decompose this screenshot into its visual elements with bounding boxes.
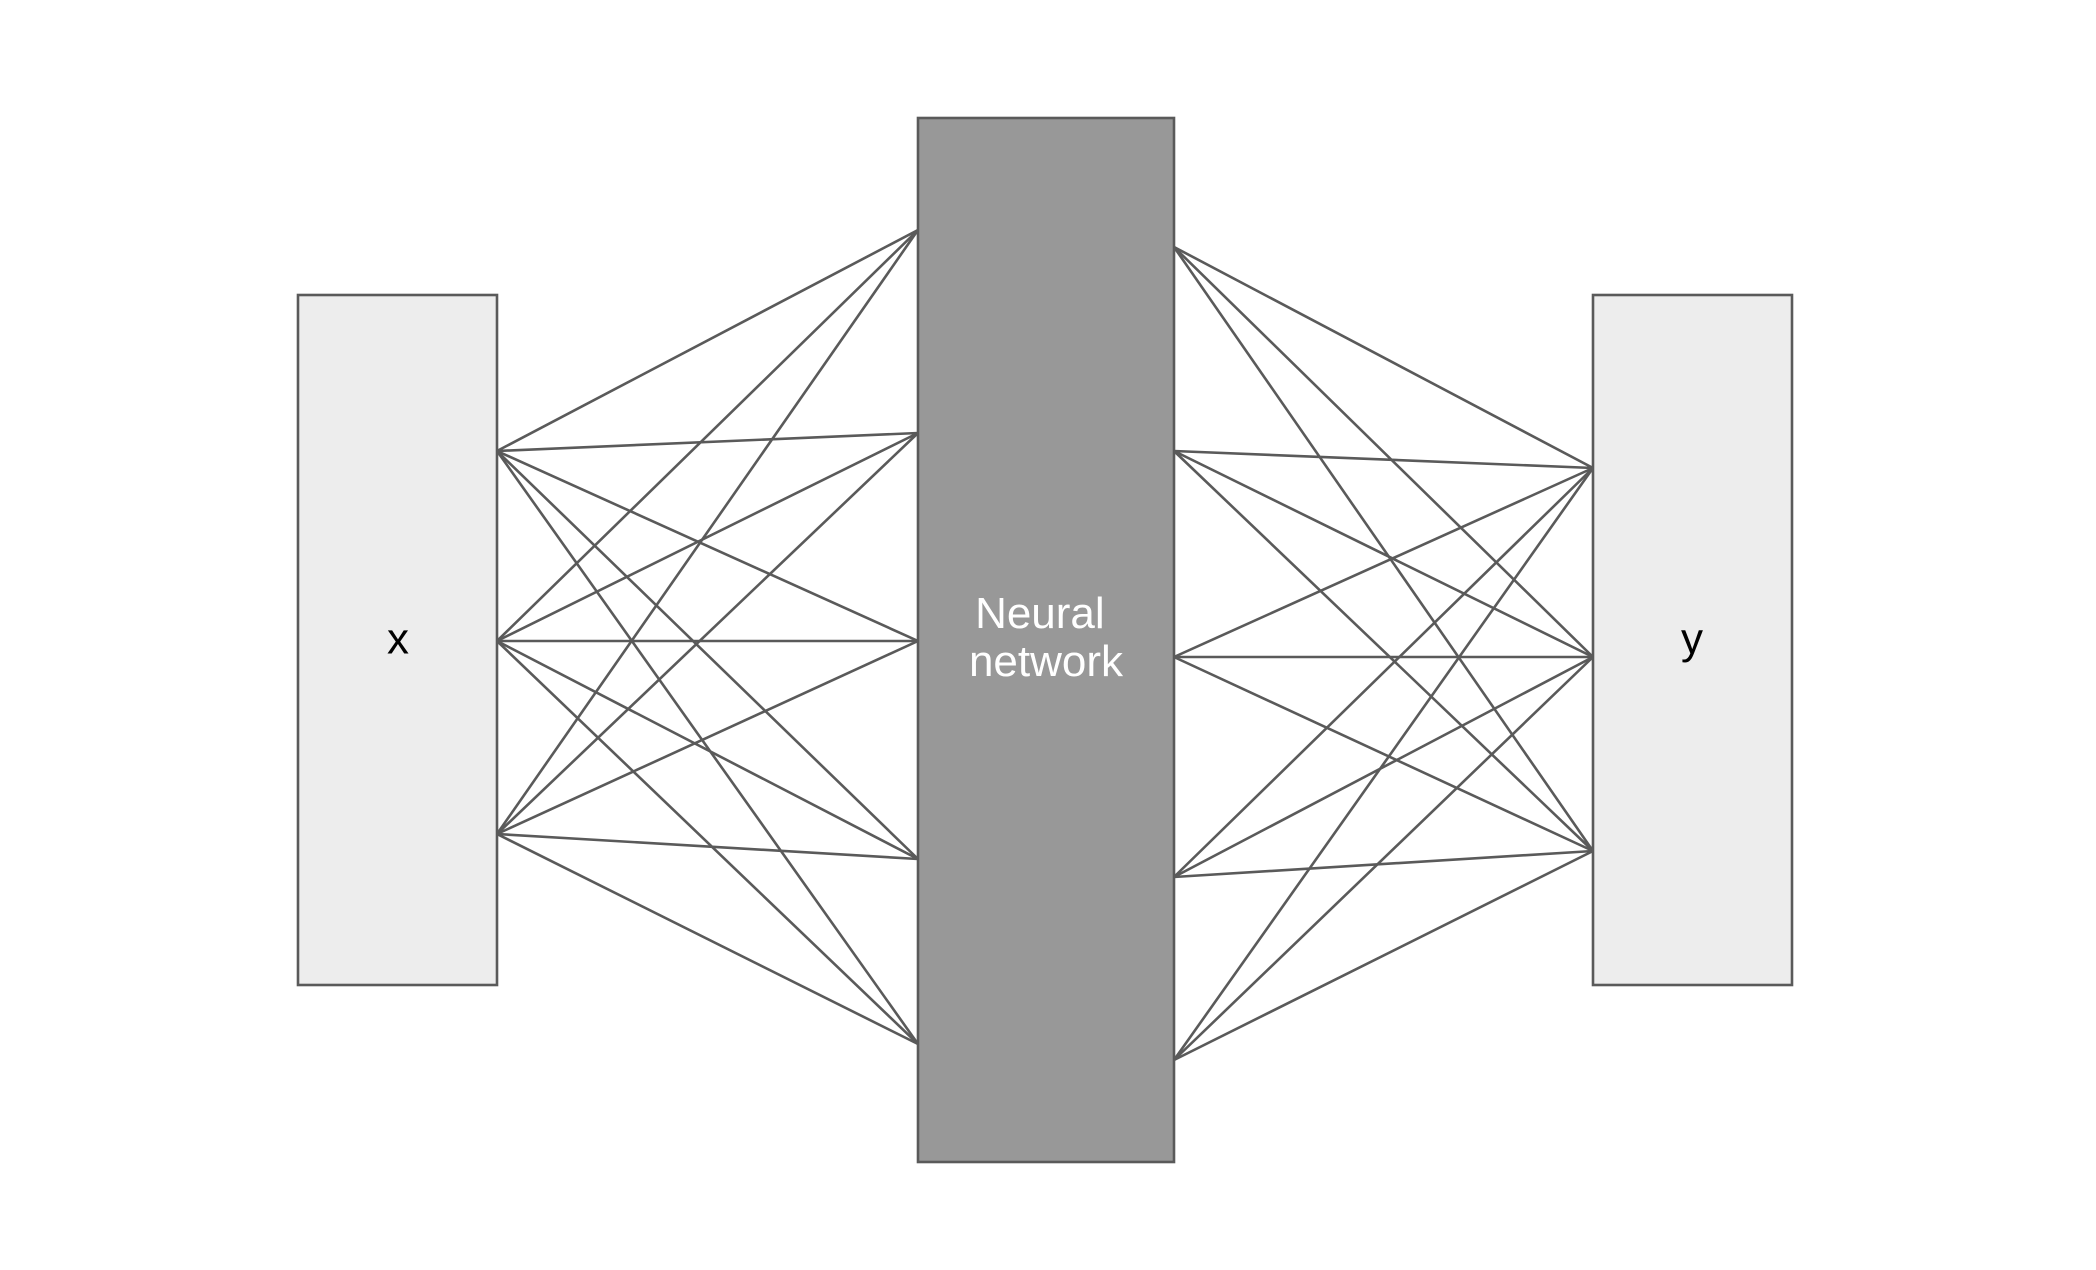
- input-network-connection-1-3: [496, 449, 919, 643]
- input-network-connection-1-5: [495, 450, 920, 1045]
- network-output-connection-2-2: [1173, 449, 1594, 659]
- network-output-connection-2-3: [1173, 450, 1594, 852]
- input-network-connection-3-4: [496, 832, 919, 861]
- input-network-connection-1-4: [496, 450, 919, 860]
- input-network-connection-3-1: [495, 229, 920, 835]
- network-output-connection-2-1: [1173, 449, 1594, 470]
- input-network-connection-2-2: [496, 431, 919, 643]
- network-label-line-2: network: [969, 637, 1124, 686]
- network-output-connection-3-1: [1173, 466, 1594, 659]
- network-output-connection-5-3: [1173, 849, 1594, 1062]
- network-output-connection-4-3: [1173, 849, 1594, 879]
- output-box: y: [1591, 293, 1794, 987]
- input-box: x: [296, 293, 499, 987]
- input-network-connection-1-1: [496, 228, 919, 453]
- input-network-connection-3-2: [496, 432, 919, 835]
- network-output-connection-4-1: [1173, 467, 1594, 878]
- network-box: Neural network: [916, 116, 1176, 1164]
- network-output-connection-5-1: [1172, 467, 1595, 1061]
- network-output-connection-1-3: [1172, 246, 1595, 852]
- input-network-connection-1-2: [496, 431, 919, 453]
- input-label: x: [387, 615, 409, 664]
- network-output-connection-1-2: [1173, 246, 1594, 658]
- network-output-connection-4-2: [1173, 655, 1594, 879]
- network-output-connection-1-1: [1173, 245, 1594, 470]
- network-label: Neural network: [969, 589, 1124, 686]
- input-network-connection-2-1: [496, 229, 919, 642]
- network-label-line-1: Neural: [975, 589, 1105, 638]
- output-label: y: [1681, 615, 1703, 664]
- network-output-connection-5-2: [1173, 656, 1594, 1061]
- input-network-connection-3-3: [496, 639, 919, 836]
- input-to-network-connections: [495, 228, 920, 1046]
- input-network-connection-2-5: [496, 640, 919, 1045]
- network-output-connection-3-3: [1173, 655, 1594, 853]
- input-network-connection-2-4: [496, 639, 919, 861]
- input-network-connection-3-5: [496, 832, 919, 1046]
- network-to-output-connections: [1172, 245, 1595, 1062]
